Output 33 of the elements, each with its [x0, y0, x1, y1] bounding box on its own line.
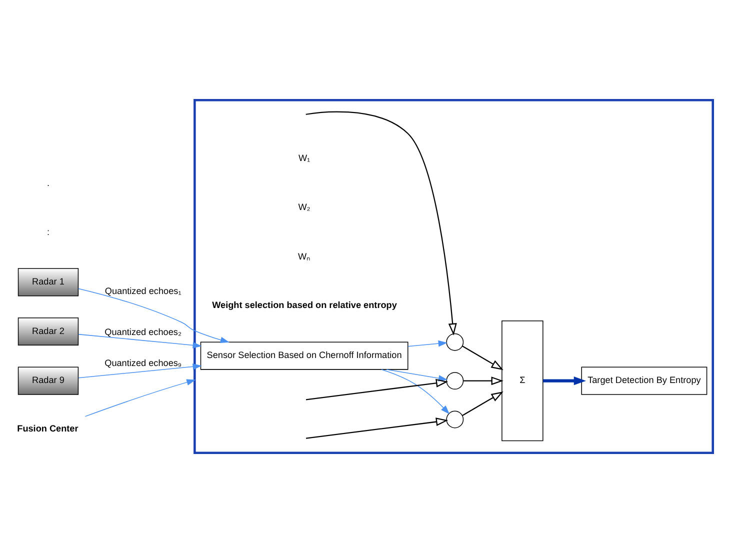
node-box: Σ	[502, 320, 544, 442]
arrow	[306, 375, 448, 400]
node-circle	[446, 372, 464, 390]
arrow	[408, 340, 448, 347]
node-circle	[446, 410, 464, 428]
arrow	[462, 392, 504, 416]
arrow	[543, 376, 586, 386]
label: Wₙ	[298, 252, 311, 262]
arrow	[306, 418, 448, 439]
edge-label: Quantized echoes₉	[104, 358, 182, 368]
node-circle	[446, 333, 464, 351]
arrow	[464, 376, 504, 386]
arrow	[78, 288, 230, 344]
node-box: Target Detection By Entropy	[581, 366, 708, 395]
arrow	[306, 111, 457, 336]
label: W₁	[298, 152, 310, 163]
arrow	[462, 346, 504, 370]
node-box: Radar 2	[18, 317, 79, 346]
label: W₂	[298, 202, 310, 212]
label: :	[46, 227, 50, 238]
edge-label: Quantized echoes₁	[104, 286, 182, 296]
edge-label: Quantized echoes₂	[104, 326, 182, 337]
arrow	[386, 369, 448, 382]
arrow	[78, 334, 202, 348]
arrow	[78, 364, 202, 378]
node-box: Sensor Selection Based on Chernoff Information	[200, 342, 408, 370]
label: .	[46, 178, 50, 188]
node-text: Fusion Center	[17, 424, 78, 434]
label: Weight selection based on relative entropy	[212, 300, 397, 310]
arrow	[84, 379, 196, 417]
node-box: Radar 9	[18, 366, 79, 395]
node-box: Radar 1	[18, 268, 79, 296]
arrow	[381, 369, 450, 414]
